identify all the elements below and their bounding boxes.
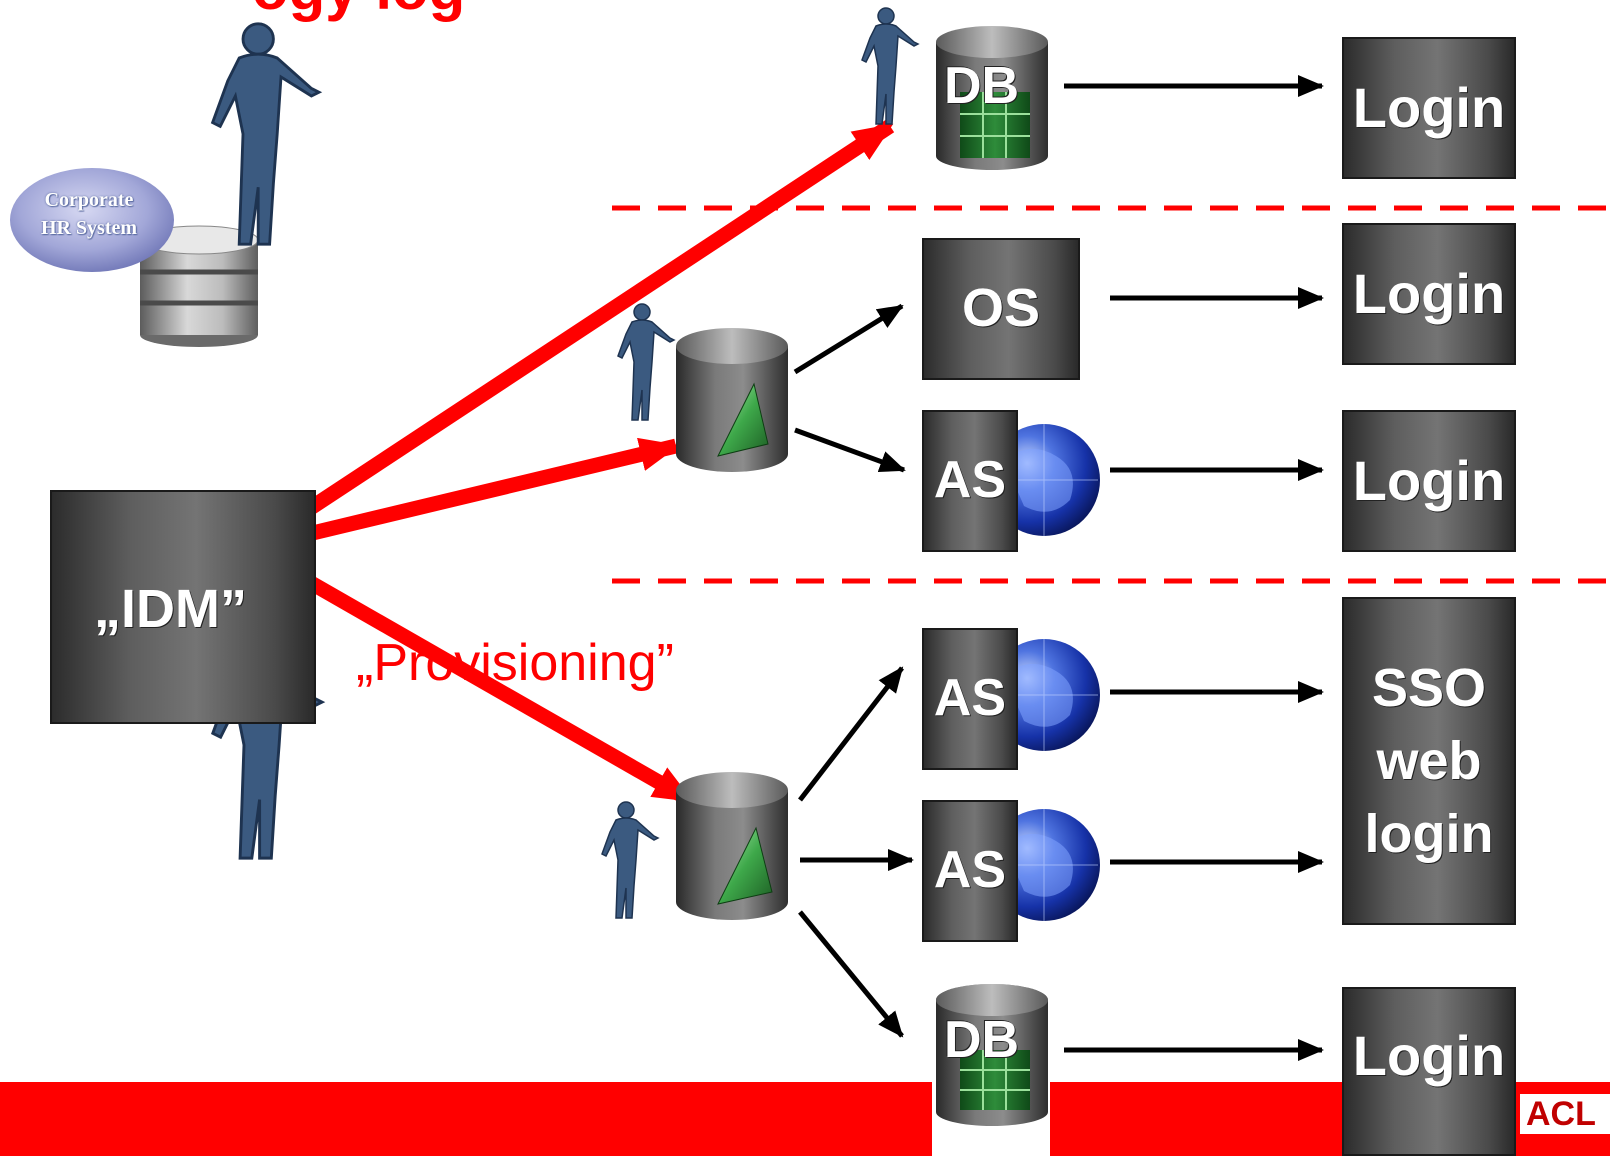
hr-system-ellipse: [10, 168, 174, 272]
os-box: OS: [922, 238, 1080, 380]
arrow-to-db-lower: [798, 910, 904, 1038]
database-icon: [936, 984, 1048, 1126]
hr-system-line1: Corporate: [44, 189, 134, 211]
login-label: Login: [1352, 262, 1506, 326]
login-box: Login: [1342, 987, 1516, 1156]
login-label: Login: [1352, 449, 1506, 513]
arrow-to-os: [793, 303, 904, 375]
hr-database-icon: [139, 225, 259, 347]
directory-cylinder-icon: [676, 772, 788, 920]
as-box: AS: [922, 628, 1018, 770]
person-icon: [861, 7, 920, 125]
idm-label: „IDM”: [94, 579, 247, 639]
directory-cylinder-icon: [676, 328, 788, 472]
brand-logo: ACL: [1520, 1094, 1610, 1134]
arrow-to-as-upper: [798, 666, 904, 802]
sso-line2: web: [1376, 730, 1482, 791]
os-label: OS: [961, 278, 1041, 339]
login-label: Login: [1352, 76, 1506, 140]
slide-title: ogy log: [252, 0, 465, 23]
as-box: AS: [922, 800, 1018, 942]
red-arrow-to-directory: [248, 437, 680, 556]
arrow-to-as: [794, 427, 906, 473]
login-label: Login: [1352, 1024, 1506, 1087]
provisioning-label: „Provisioning”: [356, 634, 674, 692]
as-label: AS: [933, 451, 1007, 510]
red-arrow-to-db: [245, 119, 895, 555]
login-box: Login: [1342, 223, 1516, 365]
as-box: AS: [922, 410, 1018, 552]
db-label: DB: [944, 57, 1020, 115]
sso-line1: SSO: [1371, 657, 1487, 718]
as-label: AS: [933, 669, 1007, 728]
person-icon: [617, 303, 676, 421]
login-box: Login: [1342, 410, 1516, 552]
hr-system-line2: HR System: [40, 217, 138, 239]
hr-system-label: Corporate HR System: [14, 186, 164, 242]
footer-bar: [0, 1082, 1610, 1156]
idm-box: „IDM”: [50, 490, 316, 724]
database-icon: [936, 26, 1048, 170]
person-icon: [210, 22, 323, 246]
red-arrow-to-directory-lower: [246, 541, 694, 807]
db-label: DB: [944, 1011, 1020, 1069]
sso-login-box: SSO web login: [1342, 597, 1516, 925]
login-box: Login: [1342, 37, 1516, 179]
person-icon: [601, 801, 660, 919]
as-label: AS: [933, 841, 1007, 900]
sso-line3: login: [1364, 803, 1494, 864]
